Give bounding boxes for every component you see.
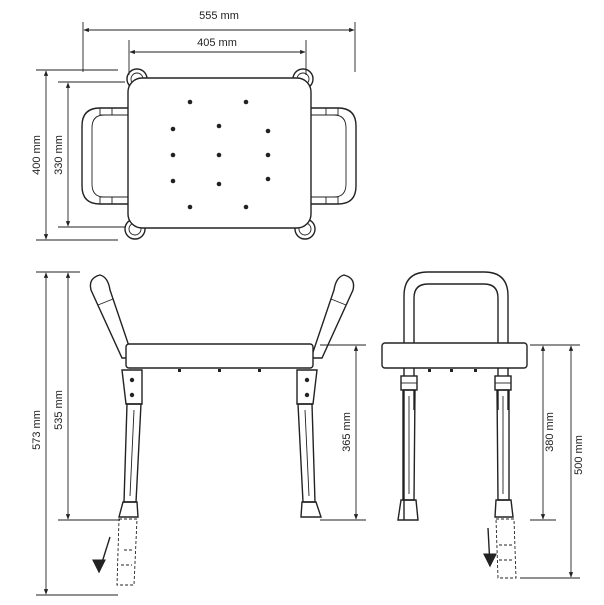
front-right-bracket bbox=[296, 369, 318, 405]
top-seat-width-label: 405 mm bbox=[197, 37, 237, 49]
top-total-depth-dimension: 400 mm bbox=[31, 69, 118, 241]
side-seat-height-dimension: 380 mm bbox=[530, 344, 556, 521]
top-seat-depth-label: 330 mm bbox=[53, 135, 65, 175]
top-total-width-label: 555 mm bbox=[199, 10, 239, 22]
seat-drain-holes bbox=[170, 99, 271, 210]
front-leg-extension-arrow bbox=[92, 536, 111, 574]
side-total-height-dimension: 500 mm bbox=[520, 344, 585, 579]
side-seat-rivets bbox=[428, 369, 477, 372]
side-right-leg bbox=[494, 389, 517, 579]
front-right-leg bbox=[297, 403, 322, 518]
top-total-width-dimension: 555 mm bbox=[82, 10, 356, 72]
front-seat bbox=[125, 343, 314, 369]
top-right-armrest bbox=[310, 107, 357, 205]
top-seat-width-dimension: 405 mm bbox=[128, 37, 307, 75]
front-right-armrest bbox=[310, 274, 355, 359]
side-left-bracket bbox=[400, 375, 418, 391]
side-total-height-label: 500 mm bbox=[573, 435, 585, 475]
top-total-depth-label: 400 mm bbox=[31, 135, 43, 175]
side-right-bracket bbox=[494, 375, 512, 391]
top-left-armrest bbox=[81, 107, 128, 205]
front-seat-rivets bbox=[178, 369, 261, 372]
side-seat-height-label: 380 mm bbox=[544, 412, 556, 452]
side-leg-extension-arrow bbox=[483, 527, 497, 568]
front-seat-height-label: 365 mm bbox=[341, 412, 353, 452]
front-total-height-label: 573 mm bbox=[31, 410, 43, 450]
front-left-bracket bbox=[121, 369, 143, 405]
front-left-leg bbox=[116, 403, 142, 586]
front-view: 573 mm 535 mm 365 mm bbox=[31, 271, 366, 596]
side-seat bbox=[381, 342, 528, 369]
side-view: 380 mm 500 mm bbox=[381, 271, 585, 579]
front-armrest-height-label: 535 mm bbox=[53, 390, 65, 430]
side-armrest-frame bbox=[403, 271, 509, 520]
front-seat-height-dimension: 365 mm bbox=[320, 344, 366, 521]
top-view: 555 mm 405 mm 400 mm 330 mm bbox=[31, 10, 357, 241]
front-armrest-height-dimension: 535 mm bbox=[53, 271, 120, 521]
top-seat-depth-dimension: 330 mm bbox=[53, 81, 125, 228]
side-left-leg bbox=[397, 389, 419, 521]
